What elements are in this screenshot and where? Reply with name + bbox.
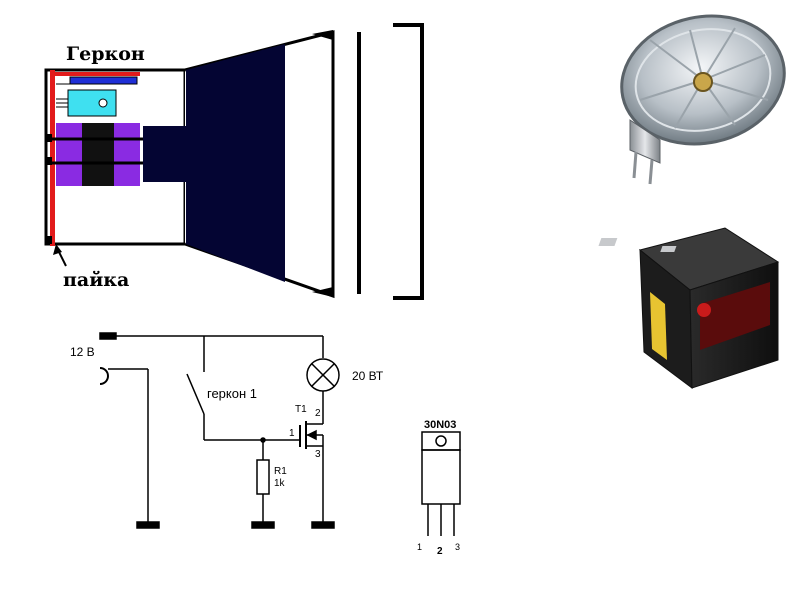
flashlight-sketch: Геркон пайка bbox=[44, 23, 424, 300]
package-hole bbox=[435, 435, 447, 447]
reed-switch-bar bbox=[69, 76, 138, 85]
red-wire-top bbox=[52, 72, 140, 76]
solder-dot bbox=[45, 134, 52, 142]
transistor-mount-hole bbox=[98, 98, 108, 108]
package-pin-2-label: 2 bbox=[437, 546, 443, 557]
drain-pin-label: 2 bbox=[315, 408, 321, 419]
source-pin-label: 3 bbox=[315, 449, 321, 460]
supply-voltage-label: 12 В bbox=[70, 345, 95, 359]
lamp-pin bbox=[648, 159, 654, 185]
reflector-tip-top bbox=[312, 30, 333, 40]
circuit-schematic bbox=[99, 332, 461, 536]
front-bezel bbox=[393, 23, 424, 300]
reflector-interior bbox=[186, 44, 285, 282]
lamp-pin bbox=[632, 151, 638, 179]
battery-warning-label bbox=[650, 292, 667, 360]
halogen-lamp-image bbox=[620, 14, 786, 185]
reflector-neck bbox=[143, 126, 188, 182]
mosfet-arrow bbox=[306, 429, 317, 441]
package-tab bbox=[421, 431, 461, 451]
gate-pin-label: 1 bbox=[289, 428, 295, 439]
lamp-filament bbox=[693, 72, 713, 92]
package-body bbox=[421, 449, 461, 505]
transistor-body bbox=[67, 89, 117, 117]
solder-label: пайка bbox=[63, 269, 129, 291]
resistor-r1 bbox=[256, 459, 270, 495]
schematic-labels: 12 В геркон 1 20 ВТ T1 2 1 3 R1 1k 30N03… bbox=[70, 345, 460, 557]
reed-switch-contact bbox=[186, 373, 205, 415]
solder-arrowhead bbox=[53, 244, 62, 255]
ground-right bbox=[311, 521, 335, 529]
supply-terminal bbox=[99, 332, 117, 340]
switch-label: геркон 1 bbox=[207, 386, 257, 401]
transistor-label: T1 bbox=[295, 404, 307, 415]
resistor-value-label: 1k bbox=[274, 478, 286, 489]
lamp-power-label: 20 ВТ bbox=[352, 369, 384, 383]
resistor-ref-label: R1 bbox=[274, 466, 287, 477]
ground-left bbox=[136, 521, 160, 529]
jack-symbol bbox=[99, 367, 110, 385]
battery-terminal bbox=[598, 238, 618, 246]
reflector-tip-bottom bbox=[312, 287, 333, 297]
part-number-label: 30N03 bbox=[424, 419, 456, 431]
package-pin-1-label: 1 bbox=[417, 542, 422, 552]
red-wire bbox=[50, 70, 55, 246]
ground-mid bbox=[251, 521, 275, 529]
reed-switch-label: Геркон bbox=[66, 43, 145, 65]
lamp-cross bbox=[311, 363, 335, 387]
lamp-rim bbox=[634, 28, 772, 132]
solder-dot bbox=[45, 236, 52, 244]
battery-logo bbox=[697, 303, 711, 317]
battery-label-area bbox=[700, 282, 770, 350]
package-pin-3-label: 3 bbox=[455, 542, 460, 552]
solder-dot bbox=[45, 157, 52, 165]
lamp-base bbox=[629, 119, 661, 164]
battery-image bbox=[598, 227, 780, 390]
battery-terminal bbox=[660, 246, 677, 252]
lens-glass bbox=[357, 32, 361, 294]
lamp-socket bbox=[82, 123, 114, 186]
